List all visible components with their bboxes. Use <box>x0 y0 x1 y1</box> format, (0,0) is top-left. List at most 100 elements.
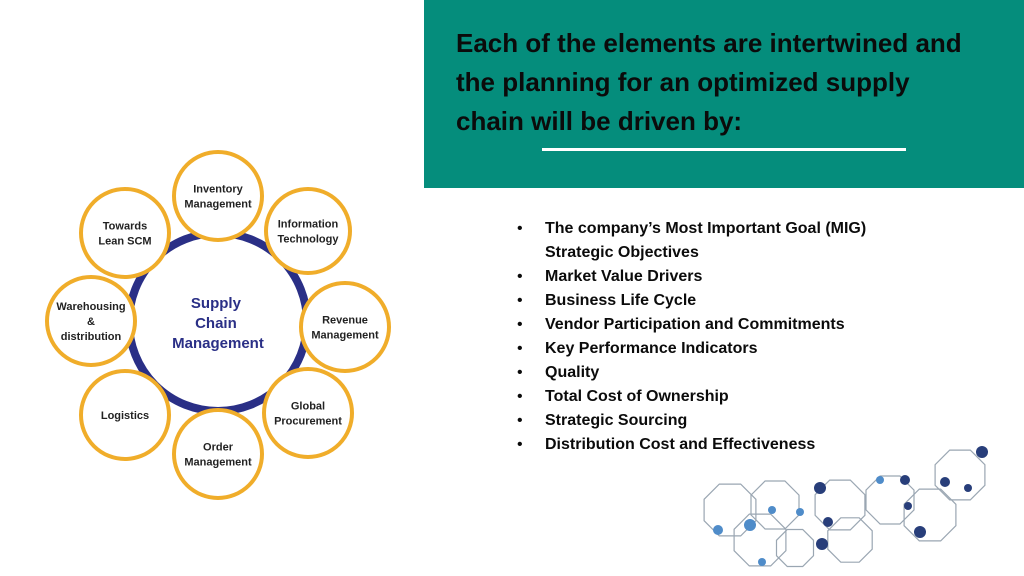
list-item: • The company’s Most Important Goal (MIG)… <box>517 217 937 265</box>
bullet-icon: • <box>517 292 523 309</box>
list-item-text: Total Cost of Ownership <box>545 388 729 405</box>
bullet-icon: • <box>517 412 523 429</box>
node-label-line: Management <box>311 330 379 342</box>
list-item-text: Vendor Participation and Commitments <box>545 316 845 333</box>
deco-dot <box>758 558 766 566</box>
node-circle <box>262 367 354 459</box>
list-item: • Quality <box>517 361 937 385</box>
list-item: • Total Cost of Ownership <box>517 385 937 409</box>
list-item-text: Business Life Cycle <box>545 292 697 309</box>
header-banner: Each of the elements are intertwined and… <box>424 0 1024 188</box>
list-item: • Distribution Cost and Effectiveness <box>517 433 937 457</box>
node-label-line: Global <box>291 401 325 413</box>
node-circle <box>264 187 352 275</box>
center-label-line: Chain <box>195 315 237 332</box>
deco-dot <box>900 475 910 485</box>
header-title: Each of the elements are intertwined and… <box>456 28 962 136</box>
bullet-icon: • <box>517 364 523 381</box>
node-label-line: Lean SCM <box>98 236 151 248</box>
list-item-text: Market Value Drivers <box>545 268 703 285</box>
node-label-line: distribution <box>61 331 122 343</box>
list-item-text: The company’s Most Important Goal (MIG) … <box>545 220 867 261</box>
list-item: • Vendor Participation and Commitments <box>517 313 937 337</box>
deco-octagon <box>814 479 866 531</box>
node-label-line: Procurement <box>274 416 342 428</box>
deco-octagon <box>750 480 800 530</box>
driver-list: • The company’s Most Important Goal (MIG)… <box>517 217 937 457</box>
node-circle <box>299 281 391 373</box>
node-circle <box>172 150 264 242</box>
deco-octagon <box>733 513 787 567</box>
node-circle <box>45 275 137 367</box>
list-item-text: Quality <box>545 364 600 381</box>
header-divider <box>542 148 906 151</box>
diagram-node: Warehousing & distribution <box>45 275 137 367</box>
network-decoration <box>703 446 988 568</box>
center-label: Supply Chain Management <box>172 295 264 352</box>
node-label-line: Management <box>184 457 252 469</box>
node-label-line: Warehousing <box>56 301 125 313</box>
node-label: Logistics <box>101 410 149 422</box>
deco-dot <box>816 538 828 550</box>
node-label-line: & <box>87 316 95 328</box>
deco-octagon <box>934 449 986 501</box>
node-label-line: Towards <box>103 221 147 233</box>
node-label-line: Technology <box>278 234 340 246</box>
deco-dot <box>964 484 972 492</box>
deco-dot <box>713 525 723 535</box>
node-circle <box>172 408 264 500</box>
list-item-text: Strategic Sourcing <box>545 412 688 429</box>
node-circle <box>79 369 171 461</box>
deco-dot <box>744 519 756 531</box>
node-label-line: Information <box>278 219 339 231</box>
bullet-icon: • <box>517 220 523 237</box>
diagram-node: Logistics <box>79 369 171 461</box>
node-label: Warehousing & distribution <box>56 301 125 343</box>
bullet-icon: • <box>517 316 523 333</box>
node-label-line: Management <box>184 199 252 211</box>
deco-dot <box>904 502 912 510</box>
list-item: • Market Value Drivers <box>517 265 937 289</box>
node-label-line: Logistics <box>101 410 149 422</box>
bullet-icon: • <box>517 388 523 405</box>
list-item: • Key Performance Indicators <box>517 337 937 361</box>
list-item: • Business Life Cycle <box>517 289 937 313</box>
node-label-line: Inventory <box>193 184 243 196</box>
list-item-text: Key Performance Indicators <box>545 340 758 357</box>
bullet-icon: • <box>517 340 523 357</box>
deco-octagon <box>827 517 873 563</box>
list-item: • Strategic Sourcing <box>517 409 937 433</box>
deco-dot <box>876 476 884 484</box>
deco-octagon <box>775 528 815 568</box>
deco-dot <box>823 517 833 527</box>
node-circle <box>79 187 171 279</box>
center-label-line: Supply <box>191 295 242 312</box>
bullet-icon: • <box>517 436 523 453</box>
deco-octagon <box>903 488 957 542</box>
deco-dot <box>940 477 950 487</box>
deco-dot <box>914 526 926 538</box>
node-label-line: Order <box>203 442 234 454</box>
node-label-line: Revenue <box>322 315 368 327</box>
deco-dot <box>768 506 776 514</box>
deco-dot <box>814 482 826 494</box>
list-item-text: Distribution Cost and Effectiveness <box>545 436 816 453</box>
deco-dot <box>796 508 804 516</box>
center-label-line: Management <box>172 335 264 352</box>
bullet-icon: • <box>517 268 523 285</box>
deco-dot <box>976 446 988 458</box>
